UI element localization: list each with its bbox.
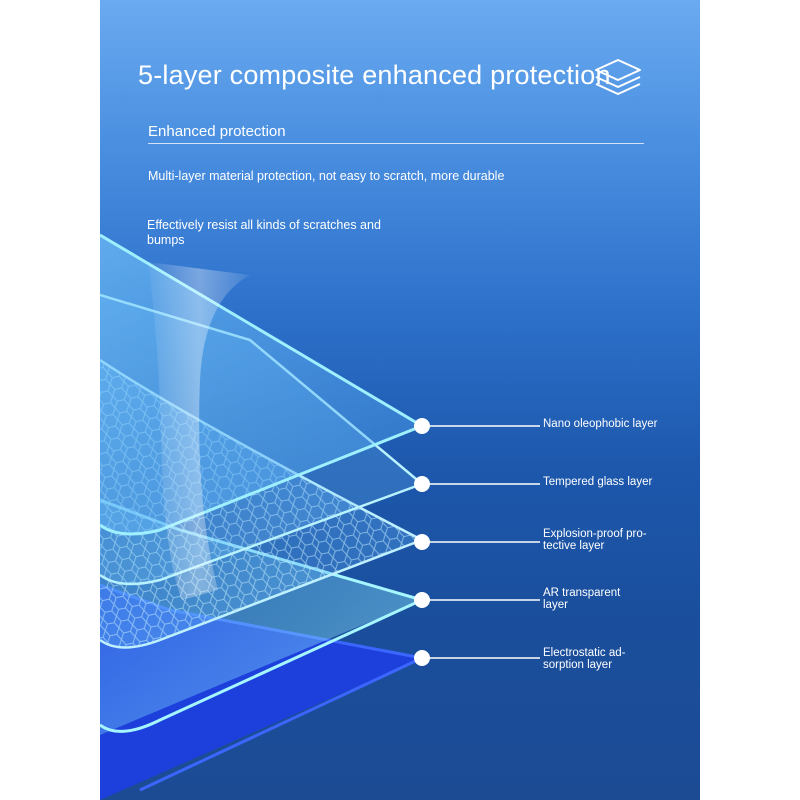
label-tempered-glass: Tempered glass layer <box>543 476 653 488</box>
label-nano-oleophobic: Nano oleophobic layer <box>543 418 658 430</box>
divider <box>148 143 644 144</box>
description-scratch-resistance: Effectively resist all kinds of scratche… <box>147 218 381 247</box>
description-durability: Multi-layer material protection, not eas… <box>148 169 505 183</box>
product-infographic: 5-layer composite enhanced protection En… <box>100 0 700 800</box>
layers-stack-icon <box>595 59 641 95</box>
callout-lines <box>422 425 540 659</box>
label-ar-transparent: AR transparent layer <box>543 587 621 611</box>
peel-film-highlight <box>148 262 250 600</box>
label-electrostatic-adsorption: Electrostatic ad-sorption layer <box>543 647 626 671</box>
callout-dots <box>414 418 430 666</box>
label-explosion-proof: Explosion-proof pro-tective layer <box>543 528 647 552</box>
section-subtitle: Enhanced protection <box>148 123 286 140</box>
page-title: 5-layer composite enhanced protection <box>138 60 611 90</box>
layer-stack-diagram <box>100 233 540 800</box>
